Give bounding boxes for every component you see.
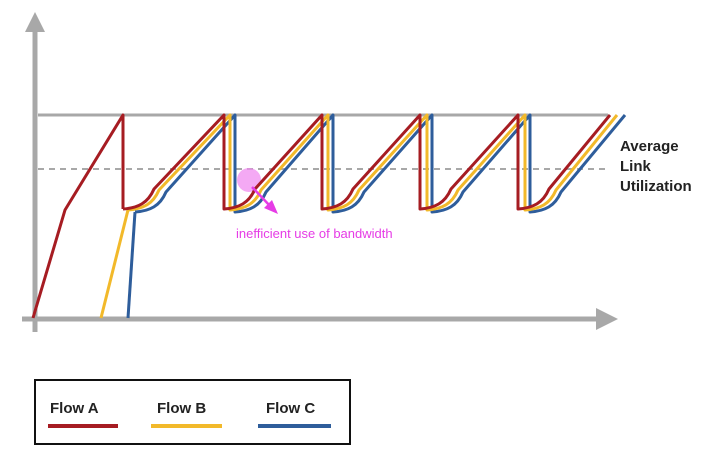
- legend-item-flow-c: Flow C: [258, 400, 331, 428]
- inefficiency-highlight: [237, 168, 261, 192]
- axes: [22, 12, 618, 332]
- legend-item-flow-a: Flow A: [48, 400, 118, 428]
- legend-label-flow-b: Flow B: [157, 400, 206, 417]
- annotation-arrow-icon: [251, 186, 278, 214]
- flow-c-ramp: [126, 211, 137, 319]
- legend-item-flow-b: Flow B: [151, 400, 222, 428]
- y-axis-arrow-icon: [25, 12, 45, 32]
- flow-c-line: [126, 113, 627, 319]
- legend: Flow A Flow B Flow C: [34, 379, 351, 445]
- flow-b-sawtooth: [127, 113, 619, 212]
- legend-box: [34, 379, 351, 445]
- flow-b-line: [99, 113, 619, 319]
- flow-a-line: [31, 113, 612, 319]
- avg-label-line-1: Average: [620, 138, 679, 155]
- avg-label-line-2: Link: [620, 158, 651, 175]
- flow-a-ramp: [31, 113, 125, 319]
- inefficiency-annotation: inefficient use of bandwidth: [236, 226, 393, 241]
- legend-label-flow-c: Flow C: [266, 400, 315, 417]
- x-axis-arrow-icon: [596, 308, 618, 330]
- avg-label-line-3: Utilization: [620, 178, 692, 195]
- legend-label-flow-a: Flow A: [50, 400, 99, 417]
- flow-a-sawtooth: [122, 113, 612, 211]
- flow-b-ramp: [99, 209, 130, 319]
- average-utilization-label: Average Link Utilization: [620, 138, 692, 195]
- flow-c-sawtooth: [134, 113, 627, 214]
